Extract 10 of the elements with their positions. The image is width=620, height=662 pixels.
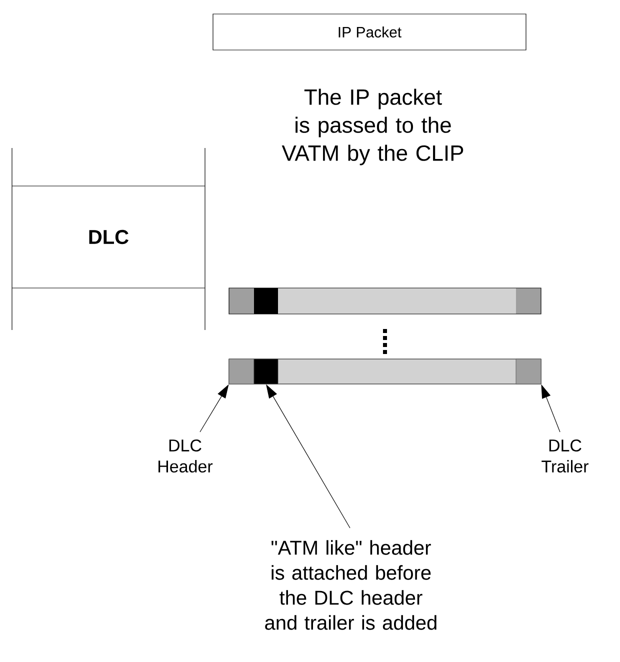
header-segment	[228, 358, 254, 384]
packet-box: IP Packet	[212, 14, 526, 50]
header-segment	[254, 358, 278, 384]
frame-bar	[228, 288, 542, 314]
layer-label: DLC	[89, 230, 128, 244]
annotation-text: DLC Trailer	[542, 439, 588, 473]
annotation-text: DLC Header	[158, 439, 213, 473]
trailer-segment	[516, 358, 542, 384]
annotation-text: "ATM like" header is attached before the DLC header and trailer is added	[265, 540, 436, 630]
caption-text: The IP packet is passed to the VATM by the CLIP	[282, 88, 464, 166]
